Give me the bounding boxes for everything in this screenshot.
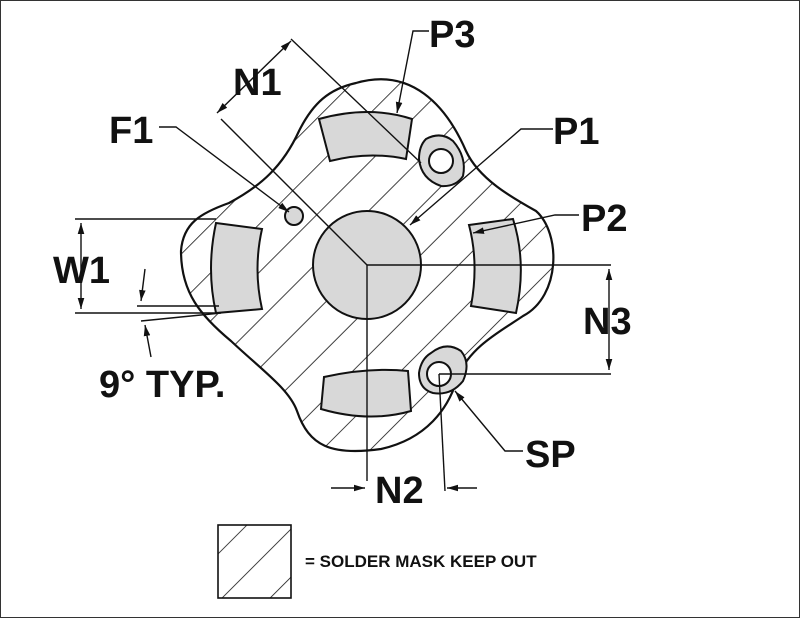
label-n3: N3: [583, 301, 632, 343]
label-w1: W1: [53, 250, 110, 292]
slot-upper-hole: [428, 148, 454, 174]
angle-ext-tilted: [140, 312, 222, 322]
angle-arrow-lower: [143, 324, 152, 358]
n1-extension: [290, 38, 422, 164]
label-sp: SP: [525, 434, 576, 476]
f1-leader: [159, 126, 290, 213]
label-angle: 9° TYP.: [99, 364, 225, 406]
legend-swatch-fill: [218, 525, 291, 598]
p1-leader: [409, 128, 553, 226]
p2-leader: [472, 214, 579, 234]
label-p3: P3: [429, 14, 475, 56]
fiducial: [284, 206, 304, 226]
centerline-diagonal: [220, 118, 368, 266]
label-f1: F1: [109, 110, 153, 152]
legend-text: = SOLDER MASK KEEP OUT: [305, 552, 537, 571]
pad-top: [317, 111, 414, 163]
pad-left: [210, 221, 264, 315]
legend-swatch: [217, 524, 292, 599]
pad-right: [467, 217, 522, 315]
p3-leader: [395, 30, 429, 114]
angle-arrow-upper: [139, 268, 146, 302]
label-n1: N1: [233, 62, 282, 104]
pad-bottom: [319, 368, 413, 418]
label-p1: P1: [553, 111, 599, 153]
label-n2: N2: [375, 470, 424, 512]
sp-vertical-ext: [438, 373, 446, 492]
sp-leader: [454, 390, 523, 452]
n1-dim-line: [216, 40, 292, 114]
legend: = SOLDER MASK KEEP OUT: [217, 524, 537, 599]
label-p2: P2: [581, 198, 627, 240]
